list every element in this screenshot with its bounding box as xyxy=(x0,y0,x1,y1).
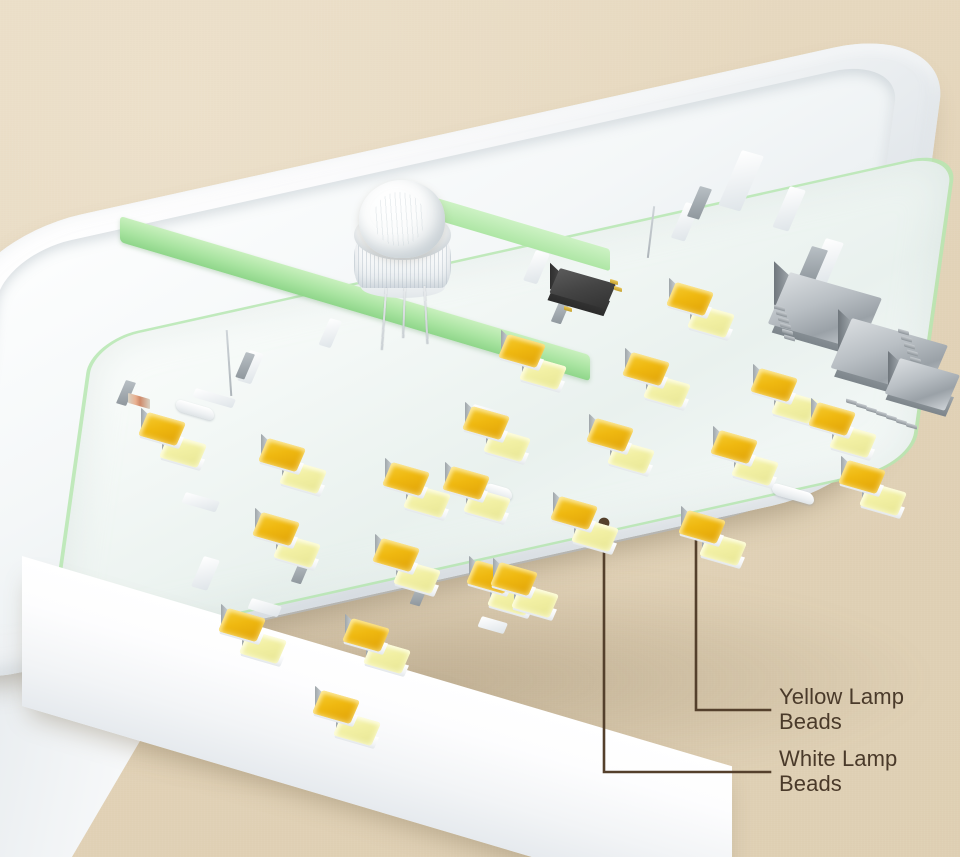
yellow-lamp-bead xyxy=(838,455,894,502)
led-bead-pair xyxy=(218,603,306,668)
yellow-lamp-bead xyxy=(138,407,194,454)
pir-fresnel-lens-icon xyxy=(373,192,425,246)
yellow-lamp-bead xyxy=(586,413,642,460)
yellow-lamp-bead xyxy=(258,433,314,480)
callout-label-white-lamp-beads: White Lamp Beads xyxy=(779,746,898,796)
yellow-lamp-bead xyxy=(462,401,518,448)
led-bead-pair xyxy=(710,425,798,490)
led-bead-pair xyxy=(550,491,638,556)
led-bead-pair xyxy=(586,413,674,478)
led-bead-pair xyxy=(258,433,346,498)
led-bead-pair xyxy=(462,401,550,466)
led-bead-pair xyxy=(442,461,530,526)
ic-leg xyxy=(614,285,622,293)
pir-sensor xyxy=(345,180,463,350)
yellow-lamp-bead xyxy=(342,613,398,660)
yellow-lamp-bead xyxy=(666,277,722,324)
ic-chip xyxy=(547,262,634,322)
yellow-lamp-bead xyxy=(498,329,554,376)
pir-pin-2 xyxy=(402,287,406,339)
yellow-lamp-bead xyxy=(312,685,368,732)
led-bead-pair xyxy=(252,507,340,572)
led-bead-pair xyxy=(838,455,926,520)
led-bead-pair xyxy=(678,505,766,570)
led-bead-pair xyxy=(498,329,586,394)
yellow-lamp-bead xyxy=(252,507,308,554)
callout-label-yellow-lamp-beads: Yellow Lamp Beads xyxy=(779,684,905,734)
yellow-lamp-bead xyxy=(218,603,274,650)
led-bead-pair xyxy=(138,407,226,472)
yellow-lamp-bead xyxy=(678,505,734,552)
yellow-lamp-bead xyxy=(382,457,438,504)
led-bead-pair xyxy=(622,347,710,412)
yellow-lamp-bead xyxy=(622,347,678,394)
yellow-lamp-bead xyxy=(372,533,428,580)
yellow-lamp-bead xyxy=(490,557,546,604)
led-bead-pair xyxy=(342,613,430,678)
led-bead-pair xyxy=(490,557,578,622)
led-bead-pair xyxy=(372,533,460,598)
yellow-lamp-bead xyxy=(750,363,806,410)
yellow-lamp-bead xyxy=(442,461,498,508)
yellow-lamp-bead xyxy=(710,425,766,472)
yellow-lamp-bead xyxy=(550,491,606,538)
led-bead-pair xyxy=(312,685,400,750)
led-bead-pair xyxy=(666,277,754,342)
pir-pin-1 xyxy=(380,288,388,350)
pir-sensor-dome xyxy=(359,180,445,258)
led-bead-pair xyxy=(808,397,896,462)
yellow-lamp-bead xyxy=(808,397,864,444)
